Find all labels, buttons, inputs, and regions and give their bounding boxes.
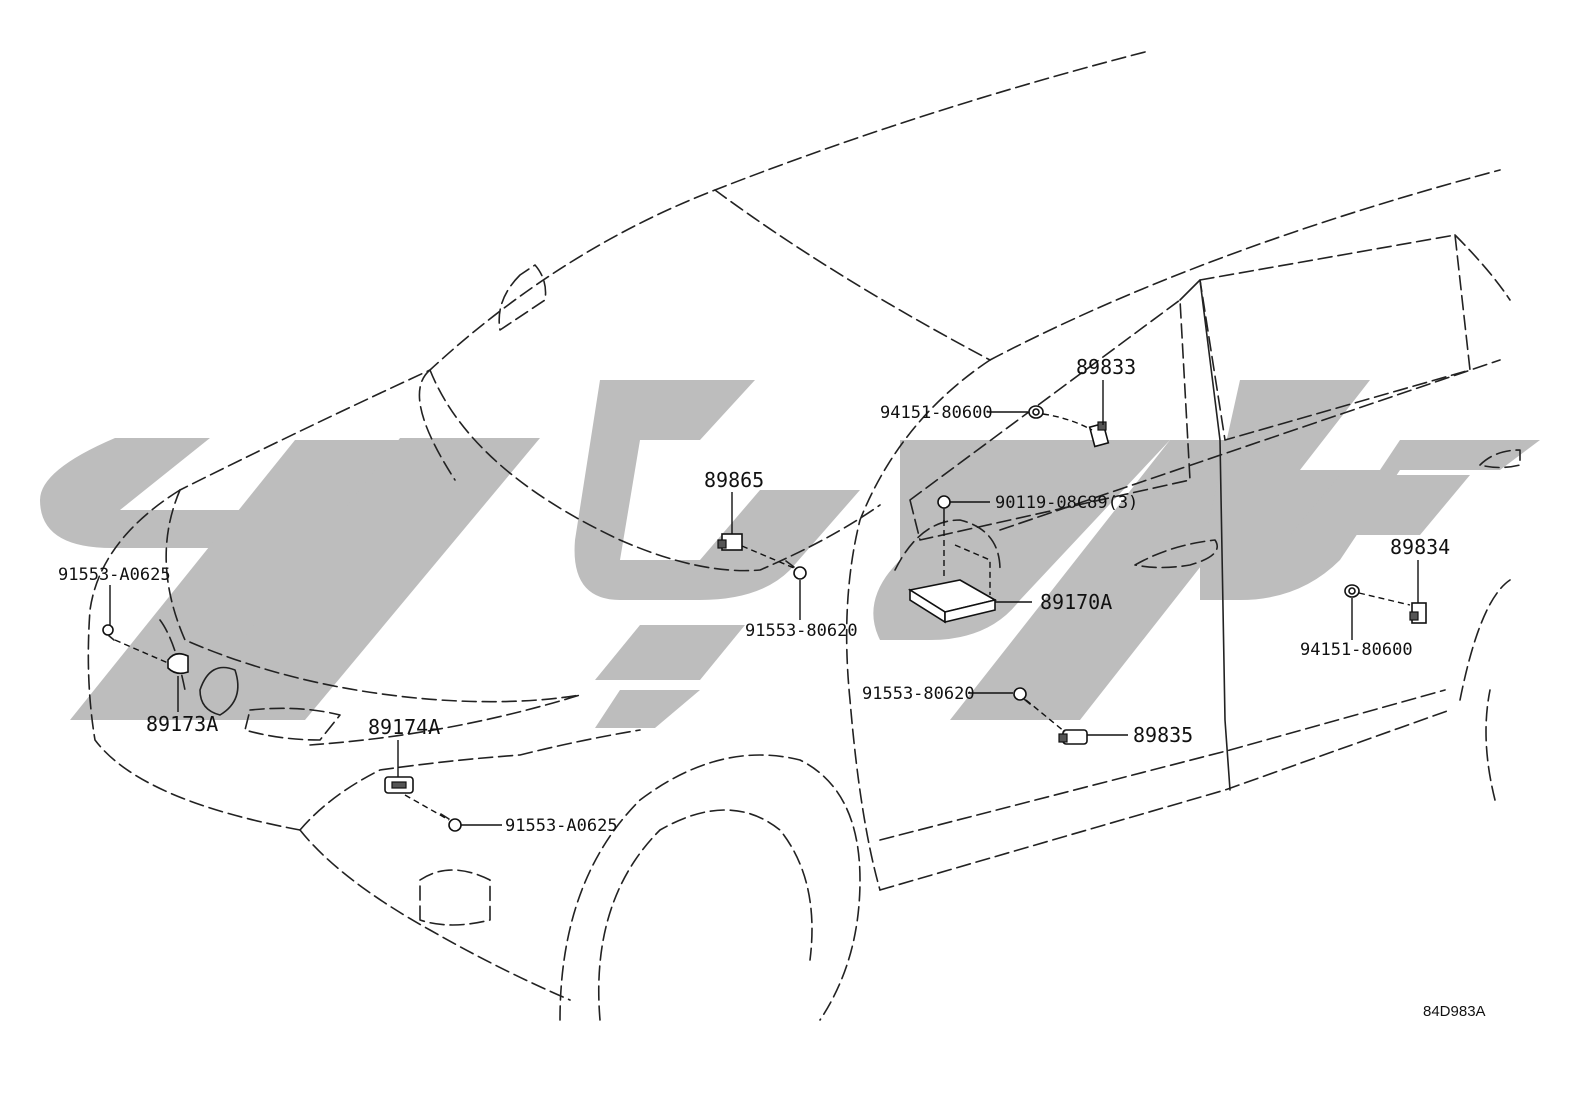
diagram-code: 84D983A <box>1423 1003 1486 1020</box>
part-89865-sensor[interactable] <box>717 533 743 551</box>
part-89834-sensor[interactable] <box>1409 602 1427 624</box>
part-94151-80600-top-grommet[interactable] <box>1028 405 1044 419</box>
label-89834: 89834 <box>1390 535 1450 559</box>
part-89173A-sensor[interactable] <box>167 652 189 675</box>
part-89833-sensor[interactable] <box>1088 421 1110 448</box>
part-94151-80600-right-grommet[interactable] <box>1344 584 1360 598</box>
label-90119-08C89: 90119-08C89(3) <box>995 493 1138 513</box>
label-91553-80620-top: 91553-80620 <box>745 621 858 641</box>
part-89174A-sensor[interactable] <box>384 776 414 794</box>
label-91553-80620-mid: 91553-80620 <box>862 684 975 704</box>
label-89835: 89835 <box>1133 723 1193 747</box>
leader-lines <box>109 380 1419 826</box>
label-94151-80600-top: 94151-80600 <box>880 403 993 423</box>
label-89833: 89833 <box>1076 355 1136 379</box>
label-89174A: 89174A <box>368 715 440 739</box>
part-91553-80620-top-bolt[interactable] <box>785 560 807 580</box>
label-89865: 89865 <box>704 468 764 492</box>
label-89173A: 89173A <box>146 712 218 736</box>
part-90119-bolt[interactable] <box>937 495 951 523</box>
label-94151-80600-right: 94151-80600 <box>1300 640 1413 660</box>
part-91553-left-bolt[interactable] <box>102 624 115 641</box>
label-91553-A0625-bottom: 91553-A0625 <box>505 816 618 836</box>
part-89835-sensor[interactable] <box>1058 729 1088 745</box>
vehicle-outline <box>87 51 1521 1021</box>
watermark-logo <box>40 380 1540 728</box>
part-89170A-airbag-module[interactable] <box>907 520 998 624</box>
label-89170A: 89170A <box>1040 590 1112 614</box>
label-91553-A0625-left: 91553-A0625 <box>58 565 171 585</box>
